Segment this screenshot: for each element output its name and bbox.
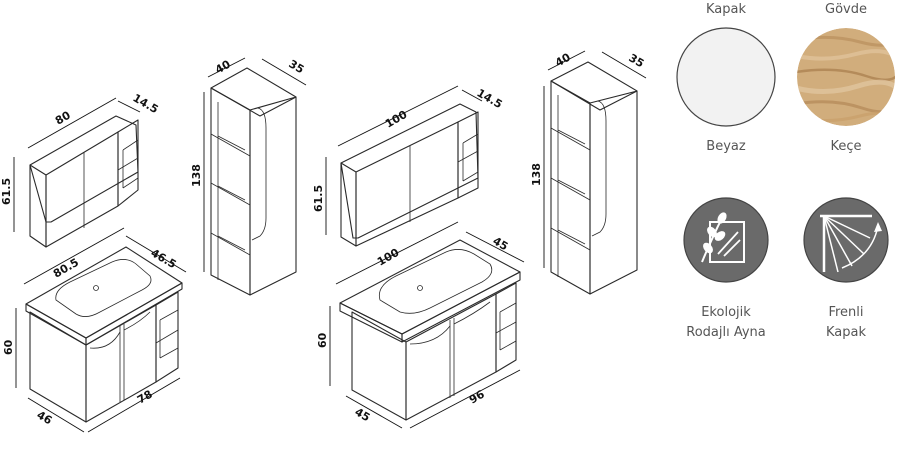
dim-set2-cabinet-depth: 45 — [353, 405, 373, 424]
set1-mirror-cabinet — [13, 97, 141, 248]
dim-set1-cabinet-depth: 46 — [35, 408, 55, 427]
feature-soft-close-label-line1: Frenli — [828, 305, 863, 320]
dim-set1-sink-width: 80.5 — [51, 256, 81, 281]
dim-set1-cabinet-height: 60 — [2, 339, 15, 355]
dim-tall1-width: 40 — [213, 58, 233, 77]
dim-set2-mirror-width: 100 — [383, 108, 410, 131]
swatch-wood-bottom-label: Keçe — [830, 139, 861, 154]
dimension-labels: 80 14.5 61.5 80.5 46.5 60 46 78 40 35 13… — [0, 51, 646, 428]
dim-set1-mirror-width: 80 — [53, 109, 73, 128]
feature-eco-mirror-label-line1: Ekolojik — [701, 305, 751, 320]
swatch-white-bottom-label: Beyaz — [706, 139, 746, 154]
tall-cabinet-2 — [543, 50, 647, 295]
white-swatch — [676, 27, 776, 127]
dim-set2-cabinet-height: 60 — [316, 332, 329, 348]
dim-tall2-depth: 35 — [627, 51, 647, 70]
set2-mirror-cabinet — [325, 85, 483, 247]
dim-set2-mirror-depth: 14.5 — [475, 86, 505, 111]
dim-tall1-height: 138 — [190, 164, 203, 187]
soft-close-icon — [803, 197, 889, 283]
set2-vanity — [329, 221, 525, 429]
dim-set1-mirror-depth: 14.5 — [131, 91, 161, 116]
dim-set1-sink-depth: 46.5 — [149, 246, 179, 271]
eco-mirror-icon — [683, 197, 769, 283]
dim-set2-sink-width: 100 — [375, 246, 402, 269]
dim-tall2-height: 138 — [530, 163, 543, 186]
swatch-wood-top-label: Gövde — [825, 2, 867, 17]
dim-tall2-width: 40 — [553, 51, 573, 70]
feature-eco-mirror-label-line2: Rodajlı Ayna — [686, 325, 766, 340]
legend-swatches: Kapak Beyaz Gövde Keçe — [676, 2, 895, 154]
swatch-white-top-label: Kapak — [706, 2, 746, 17]
dim-set2-cabinet-width: 96 — [467, 388, 487, 407]
dim-tall1-depth: 35 — [287, 57, 307, 76]
wood-swatch — [797, 28, 895, 126]
set1-vanity — [15, 227, 187, 433]
dim-set2-sink-depth: 45 — [491, 234, 511, 253]
tall-cabinet-1 — [203, 57, 307, 296]
dim-set2-mirror-height: 61.5 — [312, 185, 325, 212]
dim-set1-mirror-height: 61.5 — [0, 178, 13, 205]
legend-features: Ekolojik Rodajlı Ayna Frenli Kapak — [683, 197, 889, 340]
feature-soft-close-label-line2: Kapak — [826, 325, 866, 340]
dim-set1-cabinet-width: 78 — [135, 388, 155, 407]
